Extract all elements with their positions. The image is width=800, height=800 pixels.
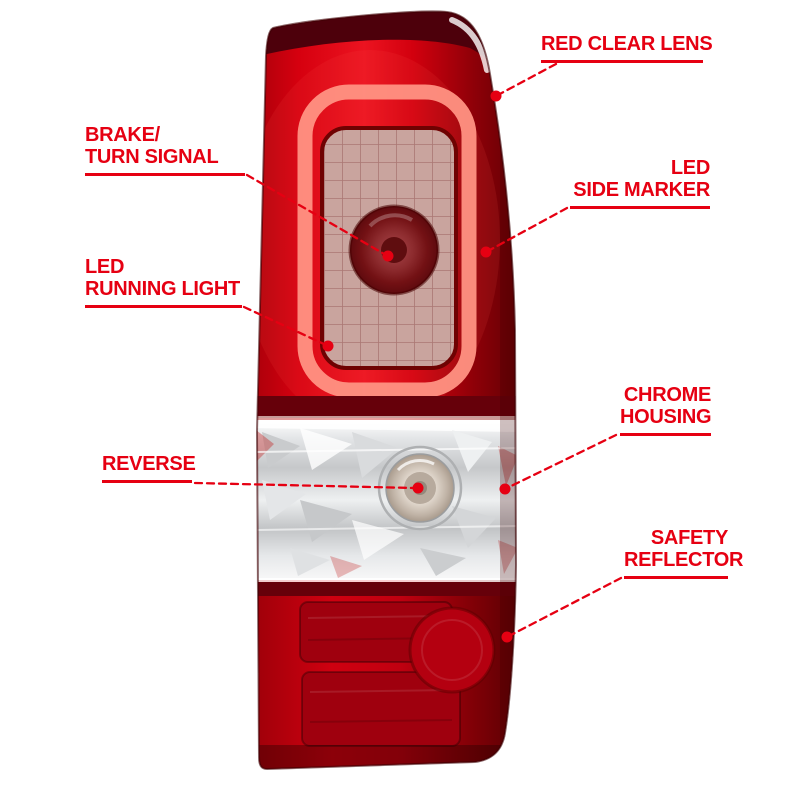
upper-divider [257,396,516,418]
callout-dot-red-clear-lens [490,90,502,102]
callout-reverse: REVERSE [102,453,196,483]
callout-chrome-housing: CHROME HOUSING [620,384,712,436]
callout-brake-turn-signal: BRAKE/ TURN SIGNAL [85,124,245,176]
callout-leaders [193,62,623,643]
callout-text-line: RUNNING LIGHT [85,278,240,300]
callout-dot-led-running-light [322,340,334,352]
reflector-panel-bottom [301,671,461,747]
leader-line-led-running-light [242,305,328,347]
lower-divider [257,582,516,596]
gloss-highlight [449,17,490,73]
callout-led-side-marker: LED SIDE MARKER [570,157,710,209]
leader-line-red-clear-lens [494,62,558,98]
callout-text-line: LED [670,157,710,179]
callout-dot-chrome-housing [499,483,511,495]
chrome-housing-band [257,420,516,580]
callout-text-line: BRAKE/ [85,124,160,146]
callout-text-line: HOUSING [620,406,712,428]
callout-led-running-light: LED RUNNING LIGHT [85,256,242,308]
brake-chamber [320,126,458,370]
callout-text-line: REVERSE [102,453,196,475]
leader-line-chrome-housing [505,433,618,490]
callout-red-clear-lens: RED CLEAR LENS [541,33,713,63]
leader-line-safety-reflector [507,576,623,638]
tail-light-outline [255,10,518,771]
callout-dot-safety-reflector [501,631,513,643]
callout-dot-reverse [412,482,424,494]
led-light-tube [297,84,477,398]
callout-dot-led-side-marker [480,246,492,258]
callout-text-line: SIDE MARKER [573,179,710,201]
callout-text-line: REFLECTOR [624,549,744,571]
leader-line-led-side-marker [486,206,569,253]
callout-text-line: LED [85,256,125,278]
tail-light-illustration [255,10,518,771]
leader-line-reverse [193,481,416,490]
callout-text-line: CHROME [623,384,711,406]
callout-text-line: TURN SIGNAL [85,146,219,168]
callout-text-line: RED CLEAR LENS [541,33,713,55]
leader-line-brake-turn-signal [245,173,388,257]
reflector-circle [408,606,496,694]
callout-text-line: SAFETY [650,527,728,549]
callout-safety-reflector: SAFETY REFLECTOR [624,527,744,579]
callout-dot-brake-turn-signal [382,250,394,262]
